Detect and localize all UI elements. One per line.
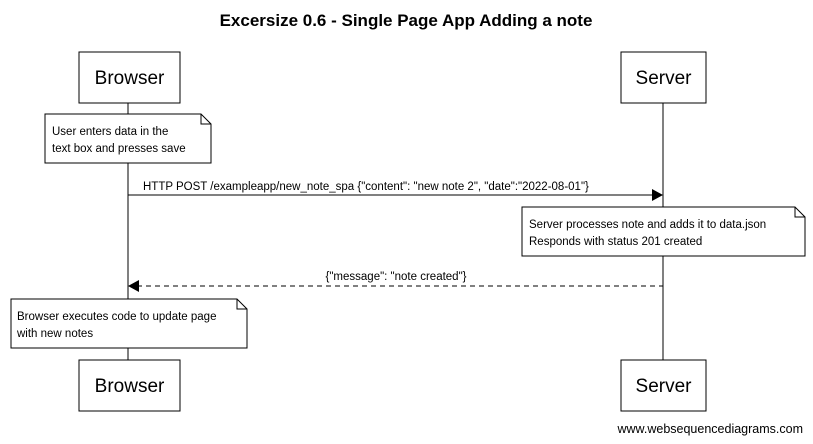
note-user-input-line-2: text box and presses save [52, 143, 186, 155]
diagram-title: Excersize 0.6 - Single Page App Adding a… [220, 11, 593, 30]
browser-participant-bottom: Browser [78, 359, 181, 412]
note-server-process-line-1: Server processes note and adds it to dat… [529, 219, 766, 231]
message-response-label: {"message": "note created"} [326, 271, 467, 283]
server-participant-bottom-label: Server [636, 376, 693, 397]
note-user-input-line-1: User enters data in the [52, 126, 168, 138]
browser-participant-top-label: Browser [95, 68, 165, 89]
server-participant-bottom: Server [620, 359, 707, 412]
message-post-request: HTTP POST /exampleapp/new_note_spa {"con… [128, 181, 663, 201]
message-post-request-arrowhead [652, 189, 663, 201]
note-user-input: User enters data in the text box and pre… [44, 113, 212, 164]
note-browser-update-line-1: Browser executes code to update page [17, 311, 216, 323]
watermark-text: www.websequencediagrams.com [616, 422, 803, 436]
note-server-process: Server processes note and adds it to dat… [521, 206, 806, 257]
message-response-arrowhead [128, 280, 139, 292]
server-participant-top: Server [620, 51, 707, 104]
server-participant-top-label: Server [636, 68, 693, 89]
message-response: {"message": "note created"} [128, 271, 663, 292]
browser-participant-top: Browser [78, 51, 181, 104]
note-server-process-line-2: Responds with status 201 created [529, 236, 702, 248]
note-browser-update: Browser executes code to update page wit… [10, 298, 248, 349]
browser-participant-bottom-label: Browser [95, 376, 165, 397]
message-post-request-label: HTTP POST /exampleapp/new_note_spa {"con… [143, 181, 589, 193]
note-browser-update-line-2: with new notes [16, 328, 93, 340]
